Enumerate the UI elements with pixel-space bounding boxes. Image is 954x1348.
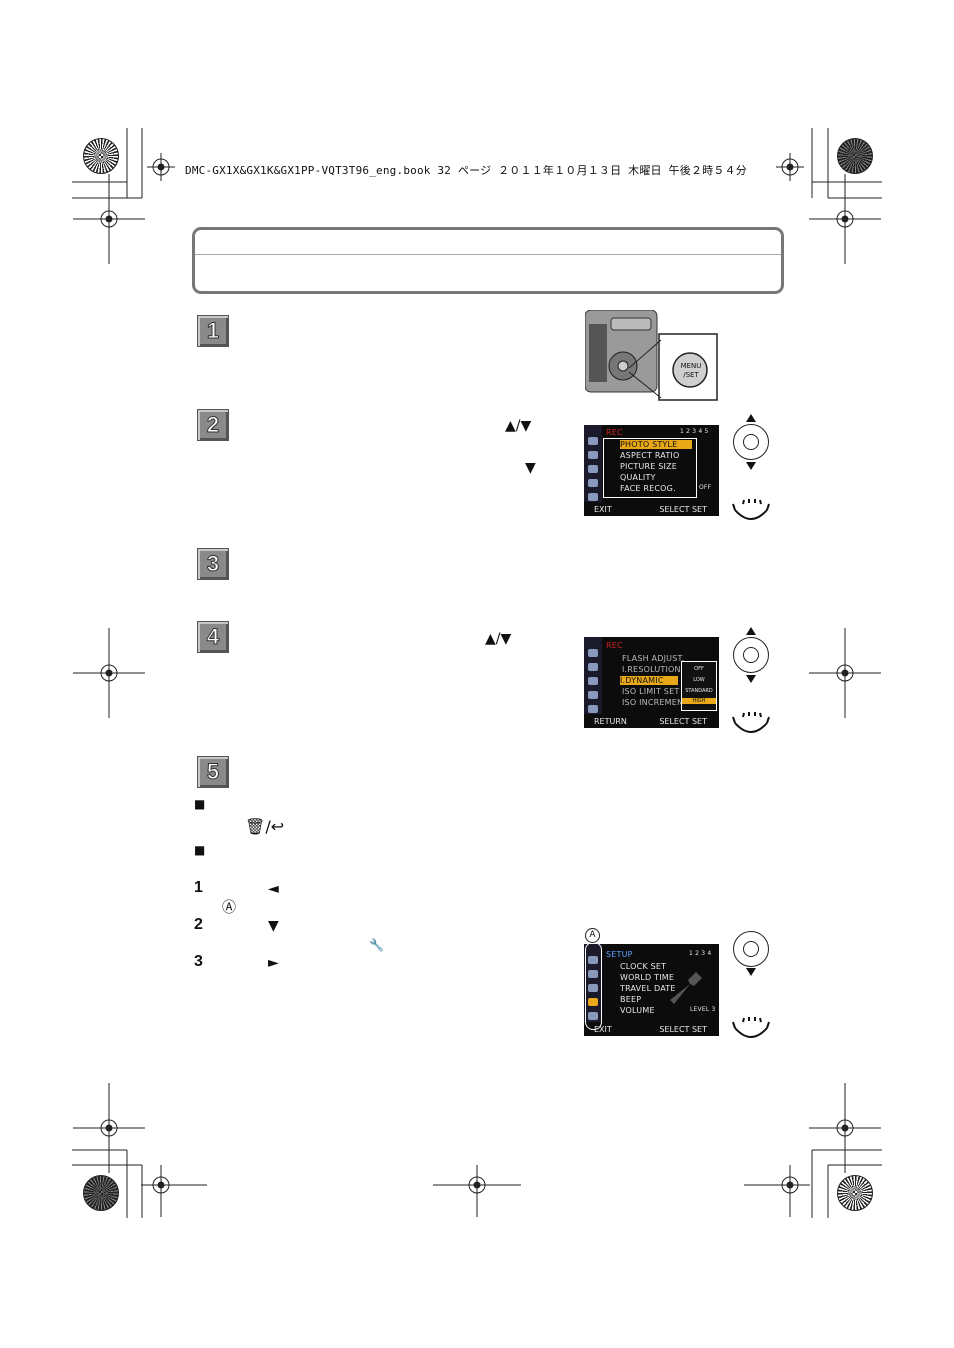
option-high: HIGH	[682, 698, 716, 704]
menu-side-tabs	[584, 425, 602, 502]
menu-item-iso-limit: ISO LIMIT SET	[622, 687, 680, 696]
circle-a-label: Ⓐ	[222, 900, 236, 916]
trash-return-icon: 🗑/↩	[245, 817, 285, 836]
registration-rosette-bottom-left	[83, 1175, 119, 1211]
cursor-dial-icon	[733, 637, 769, 673]
rec-menu-2-footer: RETURN SELECT SET	[588, 717, 715, 726]
menu-selection-frame	[603, 438, 697, 498]
file-header-line: DMC-GX1X&GX1K&GX1PP-VQT3T96_eng.book 32 …	[185, 164, 747, 177]
cursor-dial-icon	[733, 931, 769, 967]
sub-step-3: 3	[194, 953, 203, 970]
setup-menu-screen: SETUP 1 2 3 4 CLOCK SET WORLD TIME TRAVE…	[584, 944, 719, 1036]
step-badge-3: 3	[197, 548, 229, 580]
registration-rosette-top-left	[83, 138, 119, 174]
title-divider	[195, 254, 781, 255]
volume-value: LEVEL 3	[690, 1006, 716, 1013]
menu-item-clock-set: CLOCK SET	[620, 962, 667, 971]
cursor-dial-icon	[733, 424, 769, 460]
side-tab-outline	[585, 944, 602, 1030]
footer-return: RETURN	[594, 717, 627, 726]
rec-tab-label: REC	[606, 641, 623, 650]
down-triangle-icon	[746, 675, 756, 683]
footer-select-set: SELECT SET	[659, 717, 707, 726]
right-arrow-icon: ►	[268, 955, 279, 971]
camera-illustration: MENU /SET	[584, 309, 720, 402]
menu-item-aspect-ratio: ASPECT RATIO	[620, 451, 680, 460]
option-standard: STANDARD	[685, 688, 713, 694]
rear-dial-icon	[732, 1017, 770, 1038]
menu-item-picture-size: PICTURE SIZE	[620, 462, 678, 471]
menu-item-travel-date: TRAVEL DATE	[620, 984, 676, 993]
rec-page-indicator: 1 2 3 4 5	[680, 428, 709, 435]
step-badge-2: 2	[197, 409, 229, 441]
rec-menu-screen: REC 1 2 3 4 5 PHOTO STYLE ASPECT RATIO P…	[584, 425, 719, 516]
setup-callout-label: A	[585, 928, 600, 943]
step-badge-4: 4	[197, 621, 229, 653]
menu-set-button-label: MENU /SET	[680, 362, 702, 379]
rec-menu-dynamic-screen: REC FLASH ADJUST. I.RESOLUTION I.DYNAMIC…	[584, 637, 719, 728]
bullet-icon: ■	[194, 843, 206, 857]
option-off: OFF	[694, 666, 704, 672]
up-triangle-icon	[746, 627, 756, 635]
footer-select-set: SELECT SET	[659, 505, 707, 514]
up-down-arrows-icon: ▲/▼	[505, 418, 532, 434]
up-triangle-icon	[746, 414, 756, 422]
menu-item-face-recog: FACE RECOG.	[620, 484, 676, 493]
camera-back-drawing	[584, 309, 718, 401]
rear-dial-icon	[732, 712, 770, 733]
down-arrow-icon: ▼	[525, 460, 536, 476]
down-triangle-icon	[746, 968, 756, 976]
wrench-watermark-icon	[670, 972, 702, 1004]
setup-tab-label: SETUP	[606, 950, 633, 959]
wrench-icon: 🔧	[369, 938, 384, 952]
setup-page-indicator: 1 2 3 4	[689, 950, 712, 957]
step-badge-1: 1	[197, 315, 229, 347]
menu-item-iso-increment: ISO INCREMENT	[622, 698, 689, 707]
menu-item-photo-style: PHOTO STYLE	[620, 440, 692, 449]
dynamic-options-popup: OFF LOW STANDARD HIGH	[681, 661, 717, 711]
menu-item-i-dynamic: I.DYNAMIC	[620, 676, 678, 685]
bullet-icon: ■	[194, 797, 206, 811]
face-recog-value: OFF	[699, 484, 712, 491]
rec-menu-footer: EXIT SELECT SET	[588, 505, 715, 514]
footer-exit: EXIT	[594, 1025, 612, 1034]
menu-item-flash-adjust: FLASH ADJUST.	[622, 654, 685, 663]
menu-item-quality: QUALITY	[620, 473, 656, 482]
menu-item-i-resolution: I.RESOLUTION	[622, 665, 681, 674]
footer-select-set: SELECT SET	[659, 1025, 707, 1034]
setup-menu-footer: EXIT SELECT SET	[588, 1025, 715, 1034]
option-low: LOW	[693, 677, 705, 683]
menu-item-beep: BEEP	[620, 995, 642, 1004]
rear-dial-icon	[732, 499, 770, 520]
up-down-arrows-icon: ▲/▼	[485, 631, 512, 647]
registration-rosette-top-right	[837, 138, 873, 174]
step-badge-5: 5	[197, 756, 229, 788]
menu-side-tabs	[584, 944, 602, 1022]
registration-rosette-bottom-right	[837, 1175, 873, 1211]
rec-tab-label: REC	[606, 428, 623, 437]
sub-step-1: 1	[194, 879, 203, 896]
menu-item-world-time: WORLD TIME	[620, 973, 675, 982]
left-arrow-icon: ◄	[268, 881, 279, 897]
down-triangle-icon	[746, 462, 756, 470]
section-title-box	[192, 227, 784, 294]
footer-exit: EXIT	[594, 505, 612, 514]
down-arrow-icon: ▼	[268, 918, 279, 934]
sub-step-2: 2	[194, 916, 203, 933]
menu-side-tabs	[584, 637, 602, 714]
menu-item-volume: VOLUME	[620, 1006, 655, 1015]
